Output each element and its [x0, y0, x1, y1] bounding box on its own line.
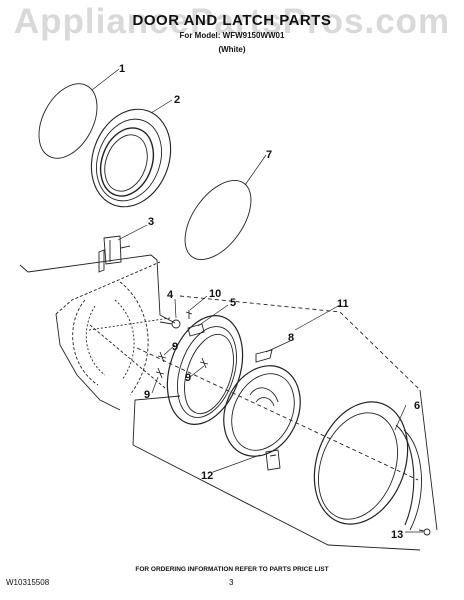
- callout-7: 7: [266, 149, 272, 161]
- callout-13: 13: [391, 529, 403, 541]
- color-line: (White): [218, 45, 246, 54]
- front-panel-outline: [19, 254, 176, 411]
- callout-12: 12: [201, 470, 213, 482]
- part-7-inner-glass: [184, 179, 252, 261]
- callout-3: 3: [148, 216, 154, 228]
- document-number: W10315508: [6, 578, 50, 587]
- part-8-clip: [255, 349, 273, 363]
- model-line: For Model: WFW9150WW01: [179, 31, 285, 40]
- part-4-screw: [159, 319, 181, 329]
- callout-4: 4: [167, 289, 174, 301]
- door-latch: [265, 449, 281, 471]
- part-3-hinge: [98, 235, 131, 273]
- callout-6: 6: [414, 400, 420, 412]
- door-inner-frame: [166, 315, 244, 425]
- callout-11: 11: [337, 298, 349, 310]
- callout-8: 8: [288, 332, 294, 344]
- page-title: DOOR AND LATCH PARTS: [132, 12, 332, 29]
- callout-numbers: 1 2 7 3 4 10 5 11 8 9 9 9 6 12 13: [119, 63, 420, 541]
- part-9-screws: [155, 351, 209, 379]
- callout-9-c: 9: [144, 389, 150, 401]
- part-12-door-glass: [223, 365, 301, 457]
- part-13-screw: [418, 528, 431, 536]
- callout-5: 5: [230, 297, 236, 309]
- callout-2: 2: [174, 94, 180, 106]
- watermark: AppliancePartsPros.com: [13, 2, 451, 41]
- callout-9-a: 9: [172, 341, 178, 353]
- leader-lines: [91, 68, 423, 533]
- part-5-strike: [187, 323, 205, 337]
- callout-1: 1: [119, 63, 125, 75]
- part-10-screw: [185, 310, 193, 319]
- part-1-outer-glass: [38, 83, 98, 159]
- callout-10: 10: [209, 288, 221, 300]
- part-11-assembly-outline: [89, 295, 438, 551]
- part-6-outer-door: [313, 401, 422, 531]
- callout-9-b: 9: [185, 372, 191, 384]
- part-2-trim-ring: [90, 108, 172, 208]
- page-number: 3: [229, 578, 234, 587]
- ordering-note: FOR ORDERING INFORMATION REFER TO PARTS …: [135, 566, 329, 573]
